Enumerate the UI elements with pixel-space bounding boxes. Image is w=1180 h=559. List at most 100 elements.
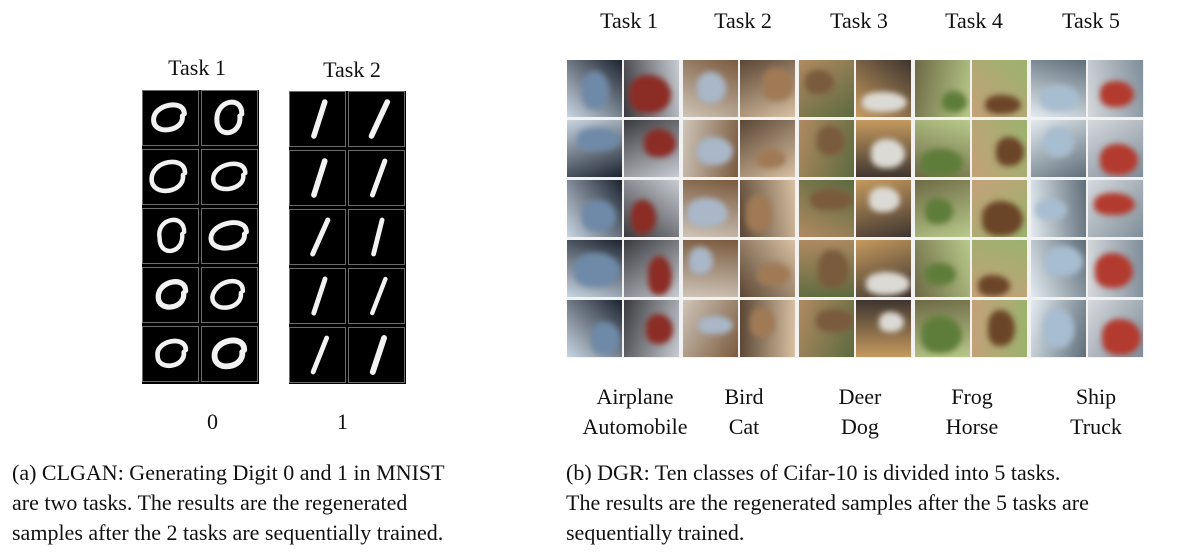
- class-label: Deer: [838, 384, 882, 409]
- class-label: Cat: [728, 414, 760, 439]
- sample-subject: [920, 148, 963, 177]
- cifar-sample-horse: [972, 240, 1027, 297]
- cifar-sample-bird: [683, 300, 738, 357]
- mnist-sample-digit-1: [348, 209, 405, 265]
- panel-b-task-2-classes: Bird Cat: [706, 382, 782, 442]
- cifar-sample-truck: [1088, 240, 1143, 297]
- sample-subject: [817, 249, 849, 289]
- panel-a-caption-line: samples after the 2 tasks are sequential…: [12, 520, 444, 545]
- sample-subject: [750, 307, 775, 338]
- panel-b-task-4-classes: Frog Horse: [932, 382, 1012, 442]
- cifar-sample-ship: [1031, 60, 1086, 117]
- class-label: Dog: [841, 414, 879, 439]
- panel-a-class-1-label: 1: [337, 409, 348, 434]
- sample-subject: [925, 262, 956, 285]
- class-label: Frog: [951, 384, 993, 409]
- cifar-sample-dog: [856, 240, 911, 297]
- cifar-sample-cat: [740, 300, 795, 357]
- cifar-sample-deer: [799, 180, 854, 237]
- mnist-sample-digit-1: [348, 268, 405, 324]
- sample-subject: [628, 75, 671, 114]
- mnist-sample-digit-0: [201, 90, 258, 146]
- cifar-sample-airplane: [567, 180, 622, 237]
- class-label: Bird: [724, 384, 764, 409]
- cifar-sample-cat: [740, 120, 795, 177]
- panel-b-task-4-label: Task 4: [945, 8, 1003, 33]
- sample-subject: [631, 199, 656, 235]
- sample-subject: [1095, 253, 1134, 289]
- sample-subject: [810, 189, 853, 210]
- panel-b-task-1-classes: Airplane Automobile: [567, 382, 703, 442]
- sample-subject: [757, 262, 792, 286]
- cifar-sample-automobile: [624, 60, 679, 117]
- cifar-sample-bird: [683, 60, 738, 117]
- cifar-sample-automobile: [624, 240, 679, 297]
- mnist-sample-digit-0: [142, 90, 199, 146]
- sample-subject: [696, 137, 734, 166]
- mnist-digit-0-grid: [142, 90, 259, 384]
- cifar-sample-horse: [972, 300, 1027, 357]
- sample-subject: [697, 71, 727, 103]
- panel-b-caption-line: The results are the regenerated samples …: [566, 490, 1089, 515]
- sample-subject: [581, 71, 609, 109]
- panel-b-caption-line: sequentially trained.: [566, 520, 745, 545]
- sample-subject: [1043, 308, 1074, 349]
- panel-a-task-1-label: Task 1: [168, 55, 226, 80]
- sample-subject: [1040, 84, 1079, 112]
- mnist-sample-digit-1: [348, 91, 405, 147]
- sample-subject: [869, 186, 901, 212]
- sample-subject: [574, 252, 620, 288]
- sample-subject: [1043, 126, 1074, 158]
- mnist-sample-digit-0: [142, 208, 199, 264]
- panel-b-caption-line: (b) DGR: Ten classes of Cifar-10 is divi…: [566, 460, 1061, 485]
- class-label: Airplane: [596, 384, 674, 409]
- cifar-sample-airplane: [567, 300, 622, 357]
- mnist-sample-digit-1: [289, 268, 346, 324]
- panel-a-caption: (a) CLGAN: Generating Digit 0 and 1 in M…: [12, 458, 552, 548]
- panel-b-task-3-classes: Deer Dog: [822, 382, 898, 442]
- mnist-sample-digit-0: [142, 149, 199, 205]
- sample-subject: [1094, 192, 1136, 216]
- mnist-sample-digit-1: [348, 150, 405, 206]
- cifar-sample-bird: [683, 240, 738, 297]
- sample-subject: [746, 195, 773, 233]
- mnist-sample-digit-0: [142, 326, 199, 382]
- class-label: Automobile: [582, 414, 688, 439]
- sample-subject: [870, 139, 905, 169]
- sample-subject: [805, 69, 834, 94]
- cifar-sample-deer: [799, 60, 854, 117]
- sample-subject: [756, 149, 786, 169]
- cifar-sample-deer: [799, 240, 854, 297]
- panel-b-task-5-classes: Ship Truck: [1056, 382, 1136, 442]
- panel-b-task-1-label: Task 1: [600, 8, 658, 33]
- cifar-sample-bird: [683, 120, 738, 177]
- sample-subject: [1100, 143, 1139, 175]
- sample-subject: [941, 91, 968, 112]
- panel-a-caption-line: are two tasks. The results are the regen…: [12, 490, 408, 515]
- sample-subject: [697, 315, 734, 335]
- sample-subject: [643, 128, 676, 158]
- cifar-sample-airplane: [567, 240, 622, 297]
- class-label: Ship: [1075, 384, 1117, 409]
- sample-subject: [590, 322, 620, 355]
- cifar-sample-cat: [740, 180, 795, 237]
- sample-subject: [687, 197, 729, 227]
- mnist-sample-digit-0: [201, 267, 258, 323]
- sample-subject: [1045, 246, 1083, 276]
- class-label: Horse: [945, 414, 999, 439]
- panel-b-task-5-label: Task 5: [1062, 8, 1120, 33]
- sample-subject: [688, 246, 713, 275]
- panel-a-class-0-label: 0: [207, 409, 218, 434]
- sample-subject: [988, 309, 1016, 347]
- cifar-samples-grid: [567, 60, 1144, 358]
- cifar-sample-truck: [1088, 300, 1143, 357]
- sample-subject: [647, 255, 672, 295]
- panel-a-task-2-label: Task 2: [323, 57, 381, 82]
- cifar-sample-dog: [856, 180, 911, 237]
- sample-subject: [577, 127, 620, 152]
- sample-subject: [924, 197, 953, 224]
- sample-subject: [816, 126, 845, 156]
- sample-subject: [985, 94, 1022, 114]
- cifar-sample-cat: [740, 60, 795, 117]
- cifar-sample-airplane: [567, 120, 622, 177]
